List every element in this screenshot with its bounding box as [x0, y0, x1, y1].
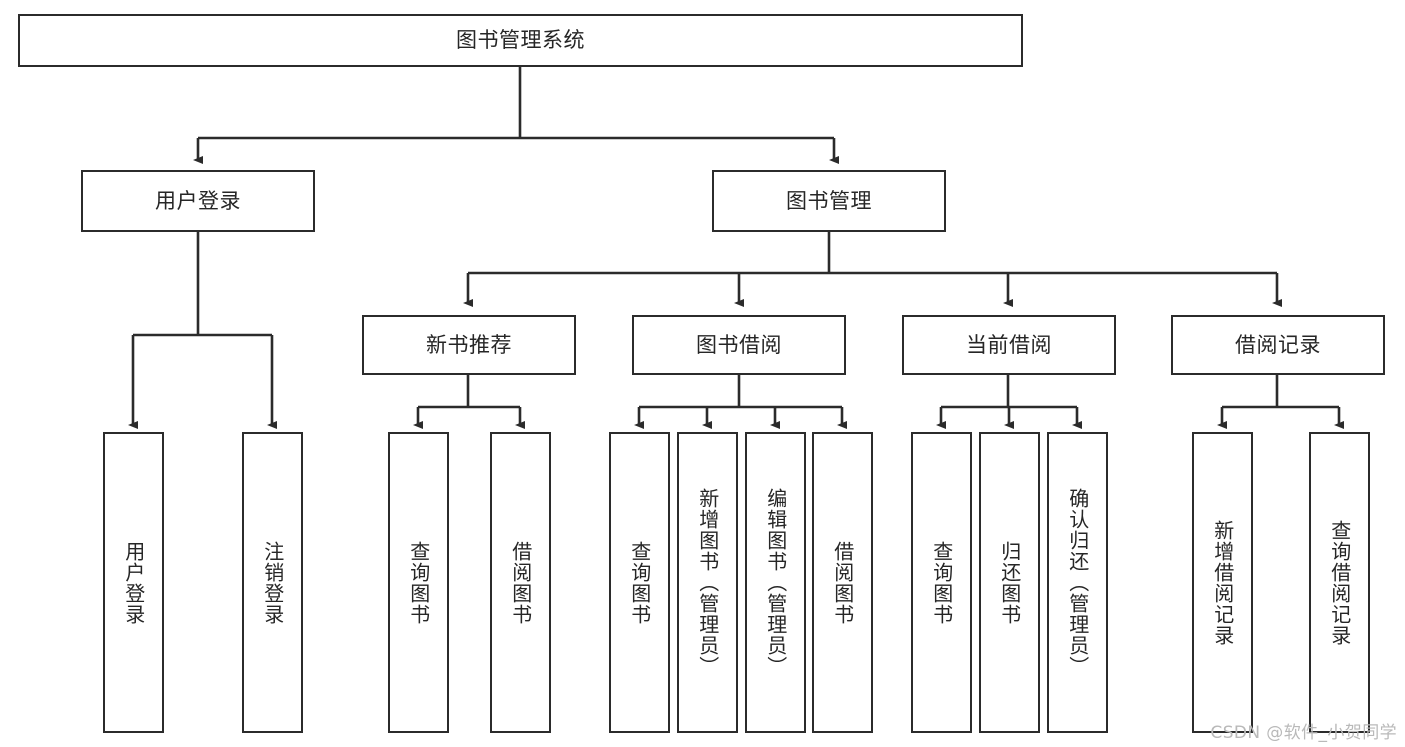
node-leaf-add-book-label: 新增图书（管理员）: [695, 488, 720, 677]
node-leaf-query-record[interactable]: 查询借阅记录: [1309, 432, 1370, 733]
node-leaf-user-login-label: 用户登录: [121, 540, 146, 625]
node-leaf-borrow-book-2[interactable]: 借阅图书: [812, 432, 873, 733]
node-book-borrow-label: 图书借阅: [696, 332, 782, 357]
node-leaf-user-login[interactable]: 用户登录: [103, 432, 164, 733]
node-leaf-borrow-book-2-label: 借阅图书: [830, 540, 855, 625]
node-leaf-query-book-2-label: 查询图书: [627, 540, 652, 625]
node-new-book-recommend[interactable]: 新书推荐: [362, 315, 576, 375]
node-borrow-record-label: 借阅记录: [1235, 332, 1321, 357]
node-root[interactable]: 图书管理系统: [18, 14, 1023, 67]
node-root-label: 图书管理系统: [456, 28, 585, 53]
node-user-login[interactable]: 用户登录: [81, 170, 315, 232]
node-leaf-add-record-label: 新增借阅记录: [1210, 519, 1235, 646]
node-leaf-confirm-return-label: 确认归还（管理员）: [1065, 488, 1090, 677]
node-leaf-add-record[interactable]: 新增借阅记录: [1192, 432, 1253, 733]
node-user-login-label: 用户登录: [155, 188, 241, 213]
node-leaf-add-book[interactable]: 新增图书（管理员）: [677, 432, 738, 733]
node-leaf-query-book-1-label: 查询图书: [406, 540, 431, 625]
node-leaf-logout-login[interactable]: 注销登录: [242, 432, 303, 733]
node-leaf-borrow-book-1-label: 借阅图书: [508, 540, 533, 625]
node-book-manage[interactable]: 图书管理: [712, 170, 946, 232]
node-leaf-borrow-book-1[interactable]: 借阅图书: [490, 432, 551, 733]
node-leaf-query-book-1[interactable]: 查询图书: [388, 432, 449, 733]
node-leaf-query-book-2[interactable]: 查询图书: [609, 432, 670, 733]
node-new-book-recommend-label: 新书推荐: [426, 332, 512, 357]
watermark-text: CSDN @软件_小贺同学: [1210, 723, 1397, 743]
node-leaf-query-record-label: 查询借阅记录: [1327, 519, 1352, 646]
node-leaf-return-book-label: 归还图书: [997, 540, 1022, 625]
node-book-manage-label: 图书管理: [786, 188, 872, 213]
node-borrow-record[interactable]: 借阅记录: [1171, 315, 1385, 375]
node-leaf-confirm-return[interactable]: 确认归还（管理员）: [1047, 432, 1108, 733]
node-leaf-query-book-3-label: 查询图书: [929, 540, 954, 625]
node-current-borrow[interactable]: 当前借阅: [902, 315, 1116, 375]
node-leaf-return-book[interactable]: 归还图书: [979, 432, 1040, 733]
node-leaf-query-book-3[interactable]: 查询图书: [911, 432, 972, 733]
node-current-borrow-label: 当前借阅: [966, 332, 1052, 357]
node-leaf-logout-login-label: 注销登录: [260, 540, 285, 625]
node-book-borrow[interactable]: 图书借阅: [632, 315, 846, 375]
node-leaf-edit-book[interactable]: 编辑图书（管理员）: [745, 432, 806, 733]
node-leaf-edit-book-label: 编辑图书（管理员）: [763, 488, 788, 677]
